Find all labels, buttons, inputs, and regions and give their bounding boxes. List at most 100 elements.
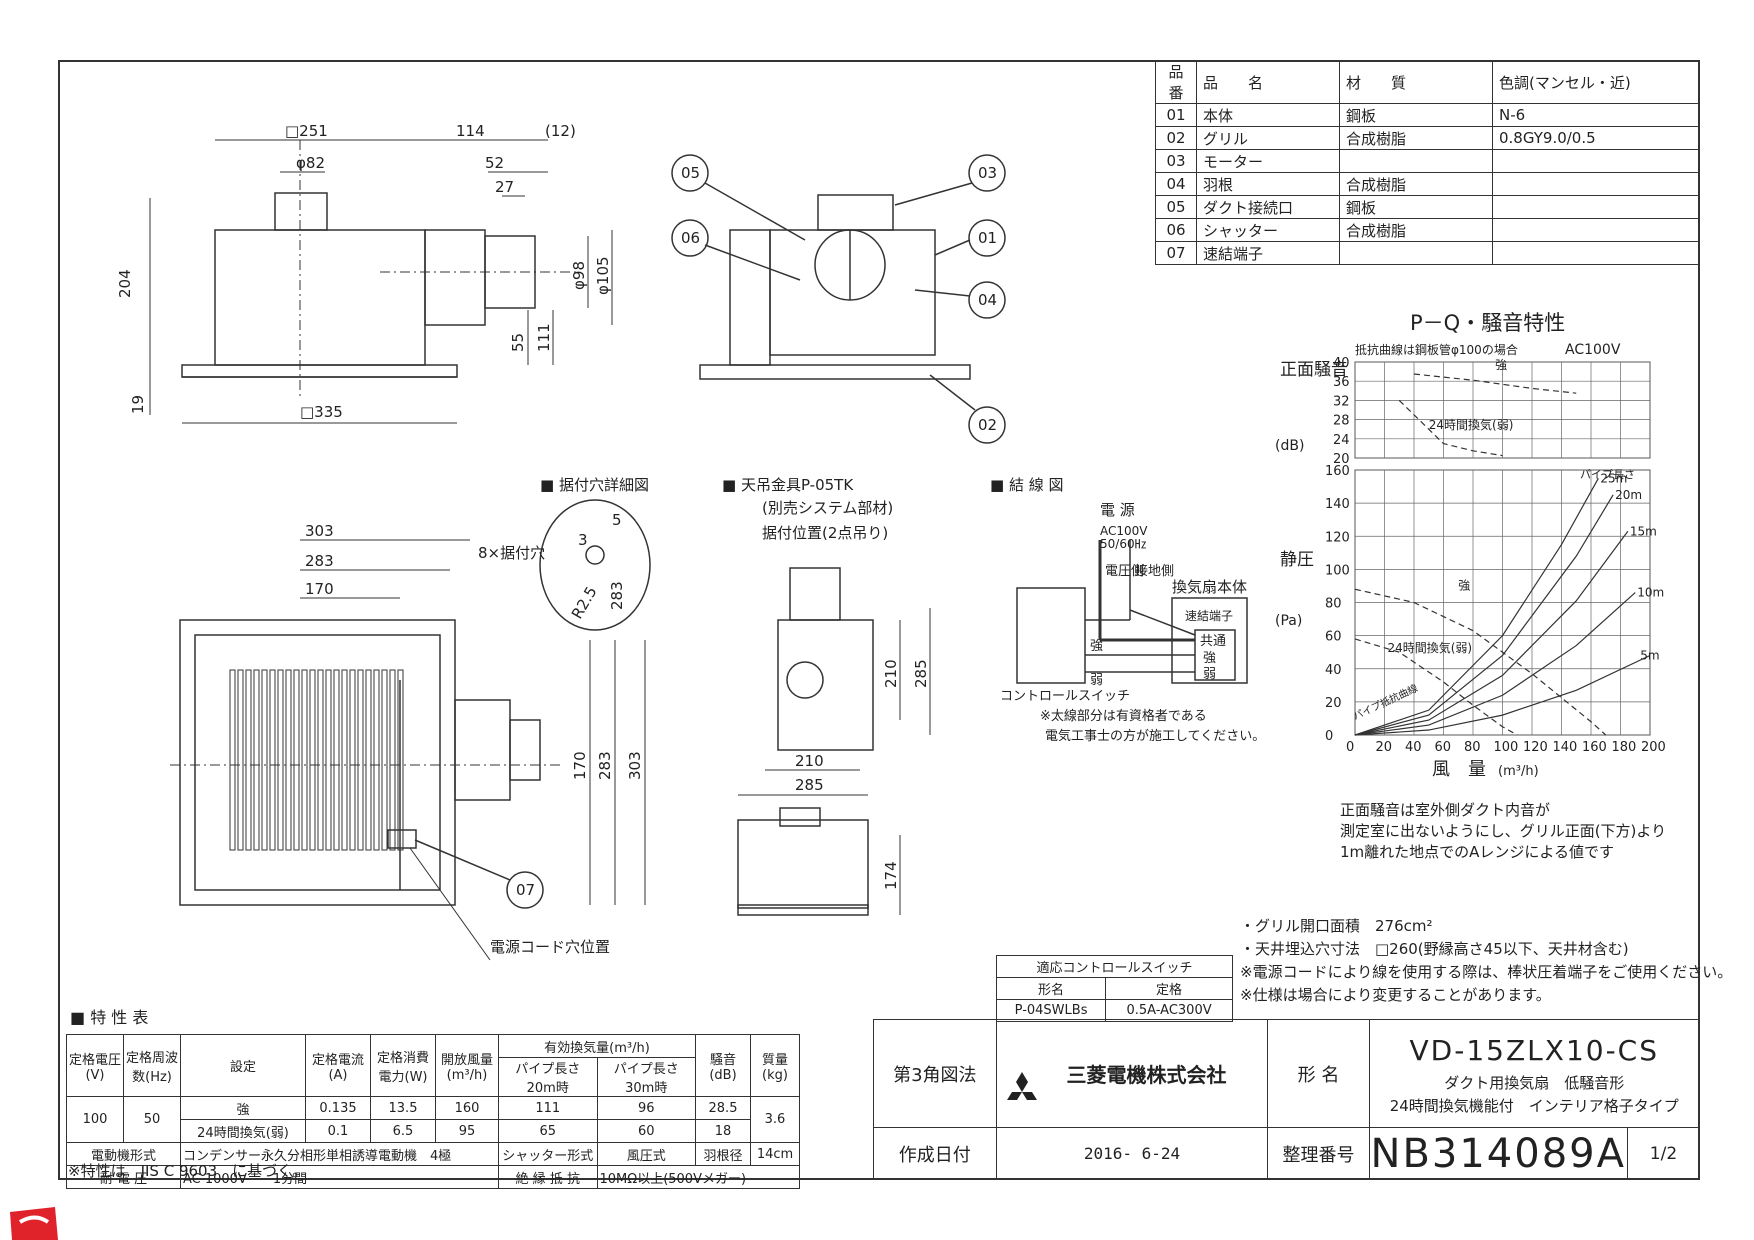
noise-series-line [1398, 399, 1503, 457]
dim-27: 27 [495, 178, 514, 196]
spec-h-power: 定格消費電力(W) [370, 1034, 436, 1097]
parts-cell: 鋼板 [1339, 103, 1493, 127]
grille-slat [293, 669, 300, 851]
dim-82: φ82 [296, 154, 325, 172]
grille-slat [397, 669, 404, 851]
note-line: ・天井埋込穴寸法 □260(野縁高さ45以下、天井材含む) [1240, 940, 1629, 958]
pq-y-tick-label: 160 [1325, 464, 1350, 479]
callout-02: 02 [978, 416, 997, 434]
dim-19: 19 [129, 395, 147, 414]
parts-cell: グリル [1196, 126, 1340, 150]
switch-label: コントロールスイッチ [1000, 689, 1130, 704]
grille-slat [325, 669, 332, 851]
noise-yunit: (dB) [1275, 438, 1304, 454]
wiring-note-2: 電気工事士の方が施工してください。 [1045, 728, 1265, 744]
date-label: 作成日付 [873, 1127, 997, 1180]
callout-04: 04 [978, 291, 997, 309]
parts-cell: 01 [1155, 103, 1197, 127]
shutter-type: 風圧式 [596, 1142, 696, 1166]
hanger-sub2: 据付位置(2点吊り) [762, 524, 888, 542]
insulation-label: 絶 縁 抵 抗 [498, 1165, 598, 1189]
grille-slat [253, 669, 260, 851]
spec-table: 定格電圧(V) 定格周波数(Hz) 設定 定格電流(A) 定格消費電力(W) 開… [66, 1034, 800, 1189]
spec-h-current: 定格電流(A) [305, 1034, 371, 1097]
blade-size: 14cm [750, 1142, 800, 1166]
noise-series-label: 24時間換気(弱) [1429, 417, 1514, 432]
grille-slat [269, 669, 276, 851]
pq-series-label: 24時間換気(弱) [1387, 640, 1472, 655]
pq-x-tick-label: 100 [1494, 740, 1519, 755]
pq-x-tick-label: 120 [1523, 740, 1548, 755]
created-date: 2016- 6-24 [995, 1127, 1269, 1180]
chart-note-line: 測定室に出ないようにし、グリル正面(下方)より [1340, 822, 1667, 840]
noise-tick-label: 24 [1333, 433, 1350, 448]
noise-tick-label: 32 [1333, 394, 1350, 409]
callout-06: 06 [681, 229, 700, 247]
spec-cell: 96 [596, 1096, 696, 1120]
spec-cell: 18 [695, 1119, 751, 1143]
motor-type: コンデンサー永久分相形単相誘導電動機 4極 [180, 1142, 499, 1166]
grille-slat [333, 669, 340, 851]
pq-series-line [1354, 530, 1629, 736]
company-name: 三菱電機株式会社 [995, 1019, 1269, 1128]
noise-tick-label: 40 [1333, 356, 1350, 371]
withstand-label: 耐 電 圧 [66, 1165, 181, 1189]
switch-rating: 0.5A-AC300V [1105, 999, 1233, 1022]
hanger-title: ■ 天吊金具P-05TK [722, 476, 854, 494]
spec-cell: 13.5 [370, 1096, 436, 1120]
pq-y-tick-label: 120 [1325, 530, 1350, 545]
pq-series-label: 20m [1615, 488, 1642, 502]
model-label: 形 名 [1267, 1019, 1370, 1128]
hanger-view [737, 567, 931, 916]
spec-mass: 3.6 [750, 1096, 800, 1143]
projection-method: 第3角図法 [873, 1019, 997, 1128]
pq-series-line [1354, 654, 1651, 736]
pq-x-tick-label: 160 [1582, 740, 1607, 755]
spec-voltage: 100 [66, 1096, 124, 1143]
grille-slats [229, 669, 404, 851]
shutter-label: シャッター形式 [498, 1142, 598, 1166]
grille-slat [365, 669, 372, 851]
spec-h-airflow: 開放風量(m³/h) [435, 1034, 499, 1097]
pq-series-line [1354, 494, 1614, 736]
parts-cell: 鋼板 [1339, 195, 1493, 219]
spec-cell: 6.5 [370, 1119, 436, 1143]
pq-y-tick-label: 40 [1325, 663, 1342, 678]
ground-side-label: 接地側 [1135, 563, 1174, 579]
pq-series-label: 強 [1458, 578, 1470, 592]
spec-cell: 0.135 [305, 1096, 371, 1120]
parts-cell: 速結端子 [1196, 241, 1340, 265]
hanger-dim-285: 285 [795, 776, 824, 794]
model-number: VD-15ZLX10-CS [1409, 1034, 1659, 1067]
freq-label: 50/60㎐ [1100, 537, 1147, 551]
terminal-common: 共通 [1200, 634, 1226, 649]
dim-52: 52 [485, 154, 504, 172]
switch-strong: 強 [1090, 639, 1103, 654]
parts-cell: 本体 [1196, 103, 1340, 127]
spec-cell: 強 [180, 1096, 306, 1120]
switch-col-rating: 定格 [1105, 977, 1233, 1000]
switch-weak: 弱 [1090, 673, 1103, 688]
parts-cell [1339, 241, 1493, 265]
blade-label: 羽根径 [695, 1142, 751, 1166]
pq-x-tick-label: 40 [1405, 740, 1422, 755]
parts-cell [1492, 218, 1700, 242]
hanger-dim-174: 174 [882, 861, 900, 890]
pq-x-tick-label: 80 [1464, 740, 1481, 755]
noise-series-label: 強 [1495, 358, 1507, 372]
spec-cell: 95 [435, 1119, 499, 1143]
chart-note: 正面騒音は室外側ダクト内音が 測定室に出ないようにし、グリル正面(下方)より 1… [1340, 800, 1700, 863]
spec-cell: 160 [435, 1096, 499, 1120]
dim-12: (12) [545, 122, 576, 140]
parts-header-row: 品番品 名材 質色調(マンセル・近) [1155, 60, 1700, 104]
dim-303: 303 [305, 522, 334, 540]
wiring-title: ■ 結 線 図 [990, 476, 1063, 494]
insulation-value: 10MΩ以上(500Vメガー) [596, 1165, 800, 1189]
parts-cell [1492, 241, 1700, 265]
noise-ylabel: 正面騒音 [1280, 360, 1348, 380]
power-label: 電 源 [1100, 501, 1135, 519]
